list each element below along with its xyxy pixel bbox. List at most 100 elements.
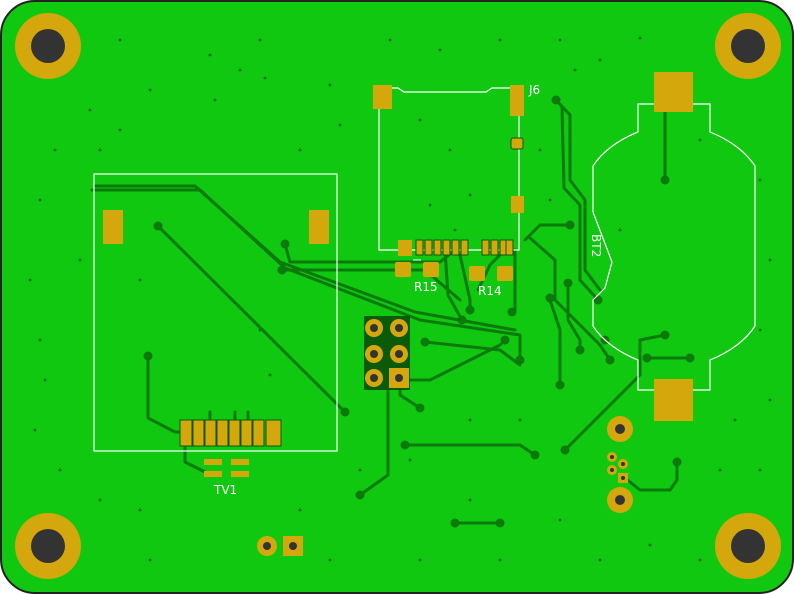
stitching-via bbox=[718, 468, 722, 472]
trace bbox=[528, 236, 612, 362]
j6-label: J6 bbox=[528, 83, 540, 97]
stitching-via bbox=[33, 428, 37, 432]
stitching-via bbox=[468, 193, 472, 197]
stitching-via bbox=[238, 68, 242, 72]
trace bbox=[560, 106, 600, 302]
mounting-hole-bottom-left bbox=[15, 513, 81, 579]
bt2-footprint: BT2 bbox=[589, 72, 756, 421]
stitching-via bbox=[548, 198, 552, 202]
stitching-via bbox=[58, 468, 62, 472]
stitching-via bbox=[538, 148, 542, 152]
stitching-via bbox=[388, 38, 392, 42]
r15-pad-2 bbox=[423, 262, 439, 277]
stitching-via bbox=[468, 418, 472, 422]
tv1-outline bbox=[93, 173, 338, 452]
stitching-via bbox=[263, 76, 267, 80]
stitching-via bbox=[28, 278, 32, 282]
tv1-small-pads bbox=[204, 459, 249, 477]
tv1-mount-pad-left bbox=[103, 210, 123, 244]
stitching-via bbox=[358, 468, 362, 472]
trace bbox=[548, 298, 562, 387]
stitching-via bbox=[138, 508, 142, 512]
j6-pad-corner bbox=[398, 240, 412, 256]
j6-pad-detect bbox=[510, 137, 524, 150]
r14-label: R14 bbox=[478, 284, 502, 298]
stitching-via bbox=[618, 228, 622, 232]
mounting-hole-top-left bbox=[15, 13, 81, 79]
trace bbox=[90, 188, 522, 362]
j6-signal-pads bbox=[415, 239, 514, 256]
j6-pad-side bbox=[511, 196, 524, 213]
stitching-via bbox=[53, 148, 57, 152]
stitching-via bbox=[258, 38, 262, 42]
tv1-label: TV1 bbox=[213, 483, 237, 497]
stitching-via bbox=[38, 338, 42, 342]
tv1-footprint: TV1 bbox=[93, 173, 338, 497]
stitching-via bbox=[758, 328, 762, 332]
stitching-vias bbox=[28, 36, 772, 562]
stitching-via bbox=[98, 498, 102, 502]
trace bbox=[358, 383, 390, 497]
small-connector-right bbox=[607, 416, 633, 513]
stitching-via bbox=[598, 558, 602, 562]
trace bbox=[156, 224, 347, 414]
j6-shield-pad-left bbox=[373, 85, 392, 109]
stitching-via bbox=[698, 558, 702, 562]
trace-vias bbox=[143, 95, 695, 528]
stitching-via bbox=[758, 178, 762, 182]
stitching-via bbox=[448, 148, 452, 152]
header-2pin-bottom bbox=[257, 536, 303, 556]
r14-footprint: R14 bbox=[469, 266, 513, 298]
stitching-via bbox=[118, 38, 122, 42]
stitching-via bbox=[453, 228, 457, 232]
mounting-hole-top-right bbox=[715, 13, 781, 79]
stitching-via bbox=[598, 58, 602, 62]
stitching-via bbox=[298, 508, 302, 512]
j6-shield-pad-right bbox=[510, 85, 524, 116]
stitching-via bbox=[148, 88, 152, 92]
stitching-via bbox=[573, 68, 577, 72]
r15-pad-1 bbox=[395, 262, 411, 277]
stitching-via bbox=[298, 148, 302, 152]
stitching-via bbox=[138, 278, 142, 282]
stitching-via bbox=[328, 83, 332, 87]
trace bbox=[476, 253, 502, 292]
header-2x3 bbox=[364, 316, 410, 390]
trace bbox=[554, 98, 602, 292]
r15-label: R15 bbox=[414, 280, 438, 294]
trace bbox=[566, 283, 582, 352]
r14-pad-2 bbox=[497, 266, 513, 281]
trace bbox=[423, 340, 522, 367]
tv1-connector-pads bbox=[179, 419, 282, 447]
stitching-via bbox=[208, 53, 212, 57]
stitching-via bbox=[43, 378, 47, 382]
stitching-via bbox=[698, 138, 702, 142]
stitching-via bbox=[518, 418, 522, 422]
trace bbox=[283, 242, 457, 264]
stitching-via bbox=[768, 258, 772, 262]
stitching-via bbox=[268, 373, 272, 377]
trace bbox=[563, 333, 667, 452]
trace bbox=[403, 443, 537, 457]
bt2-pad-negative bbox=[654, 379, 693, 421]
stitching-via bbox=[558, 38, 562, 42]
r15-footprint: R15 bbox=[395, 259, 439, 294]
bt2-label: BT2 bbox=[589, 234, 603, 257]
stitching-via bbox=[213, 98, 217, 102]
mounting-hole-bottom-right bbox=[715, 513, 781, 579]
stitching-via bbox=[408, 458, 412, 462]
stitching-via bbox=[498, 558, 502, 562]
tv1-mount-pad-right bbox=[309, 210, 329, 244]
trace bbox=[93, 184, 517, 332]
trace bbox=[523, 223, 572, 242]
trace bbox=[443, 248, 464, 322]
stitching-via bbox=[468, 498, 472, 502]
stitching-via bbox=[768, 398, 772, 402]
stitching-via bbox=[88, 108, 92, 112]
stitching-via bbox=[418, 118, 422, 122]
stitching-via bbox=[638, 36, 642, 40]
j6-footprint: J6 bbox=[373, 83, 540, 256]
stitching-via bbox=[438, 48, 442, 52]
stitching-via bbox=[328, 558, 332, 562]
